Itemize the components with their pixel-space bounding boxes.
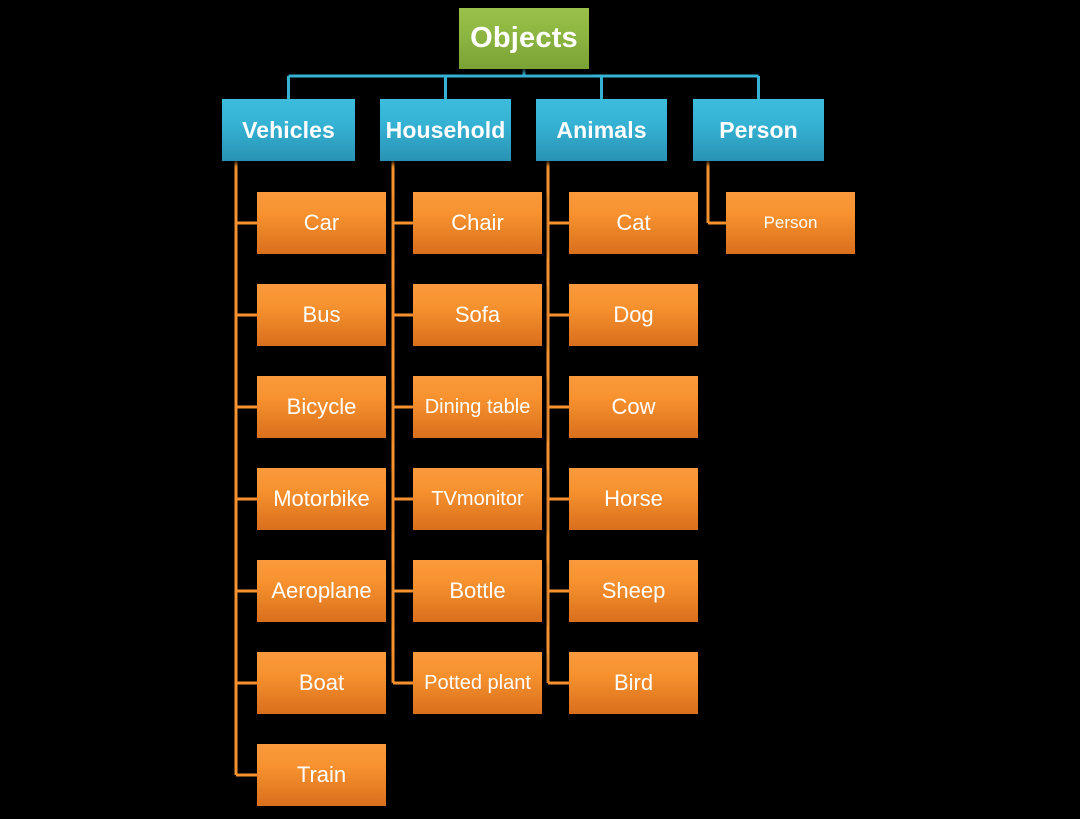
category-node-household[interactable]: Household xyxy=(380,99,511,161)
category-node-vehicles[interactable]: Vehicles xyxy=(222,99,355,161)
leaf-node-boat[interactable]: Boat xyxy=(257,652,386,714)
leaf-node-dining-table[interactable]: Dining table xyxy=(413,376,542,438)
leaf-node-aeroplane[interactable]: Aeroplane xyxy=(257,560,386,622)
leaf-node-bus[interactable]: Bus xyxy=(257,284,386,346)
leaf-node-dog[interactable]: Dog xyxy=(569,284,698,346)
leaf-node-train[interactable]: Train xyxy=(257,744,386,806)
leaf-node-bird[interactable]: Bird xyxy=(569,652,698,714)
leaf-node-cat[interactable]: Cat xyxy=(569,192,698,254)
leaf-node-potted-plant[interactable]: Potted plant xyxy=(413,652,542,714)
leaf-node-tvmonitor[interactable]: TVmonitor xyxy=(413,468,542,530)
leaf-node-bottle[interactable]: Bottle xyxy=(413,560,542,622)
leaf-node-motorbike[interactable]: Motorbike xyxy=(257,468,386,530)
category-node-person[interactable]: Person xyxy=(693,99,824,161)
leaf-node-person[interactable]: Person xyxy=(726,192,855,254)
leaf-node-horse[interactable]: Horse xyxy=(569,468,698,530)
leaf-node-sheep[interactable]: Sheep xyxy=(569,560,698,622)
category-connector-group xyxy=(287,69,760,99)
leaf-node-bicycle[interactable]: Bicycle xyxy=(257,376,386,438)
category-node-animals[interactable]: Animals xyxy=(536,99,667,161)
leaf-node-cow[interactable]: Cow xyxy=(569,376,698,438)
root-node-objects[interactable]: Objects xyxy=(459,8,589,69)
leaf-node-sofa[interactable]: Sofa xyxy=(413,284,542,346)
leaf-node-car[interactable]: Car xyxy=(257,192,386,254)
leaf-node-chair[interactable]: Chair xyxy=(413,192,542,254)
